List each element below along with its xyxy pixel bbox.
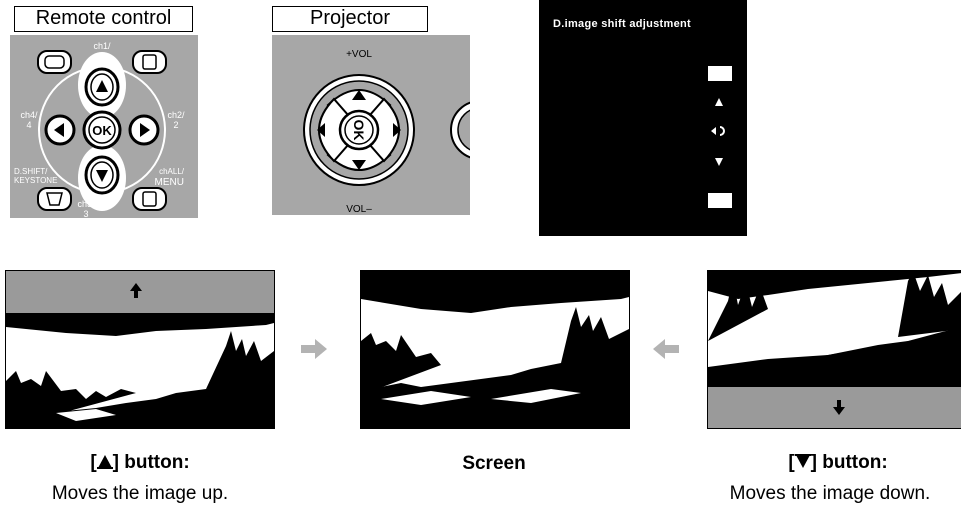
remote-up-button — [84, 67, 120, 107]
menu-bottom-bar — [708, 193, 732, 208]
image-moved-down-panel — [707, 270, 961, 429]
projector-ok-label: OK — [351, 120, 367, 141]
ch3-label: ch3/ — [77, 199, 95, 209]
screen-caption-title: Screen — [462, 453, 526, 474]
dshift-label: D.SHIFT/ — [14, 167, 48, 176]
vol-plus-label: +VOL — [346, 49, 372, 60]
remote-down-button — [84, 155, 120, 195]
ch1-number: 1 — [99, 51, 104, 61]
ch1-label: ch1/ — [93, 41, 111, 51]
screen-panel — [360, 270, 630, 429]
remote-left-button — [44, 114, 76, 146]
remote-ok-button — [82, 110, 122, 150]
right-flow-arrow-icon — [301, 339, 327, 359]
menu-up-triangle-icon — [715, 98, 723, 106]
remote-right-button — [128, 114, 160, 146]
down-button-caption-title: [] button: — [788, 452, 888, 473]
projector-label: Projector — [272, 6, 428, 32]
left-flow-arrow-icon — [653, 339, 679, 359]
down-button-caption-desc: Moves the image down. — [729, 483, 931, 504]
menu-reset-icon — [711, 126, 725, 136]
chall-label: chALL/ — [159, 167, 185, 176]
remote-control-illustration: OK ch1/ 1 ch4/ 4 ch2/ 2 ch3/ 3 D.SHIFT/ … — [10, 35, 198, 218]
image-moved-up-panel — [5, 270, 275, 429]
keystone-label: KEYSTONE — [14, 176, 57, 185]
menu-down-triangle-icon — [715, 158, 723, 166]
ch2-label: ch2/ — [167, 110, 185, 120]
up-button-caption-title: [] button: — [90, 452, 190, 473]
remote-control-label: Remote control — [14, 6, 193, 32]
up-arrow-icon — [130, 283, 142, 298]
down-arrow-icon — [833, 400, 845, 415]
up-button-caption-desc: Moves the image up. — [51, 483, 229, 504]
ch3-number: 3 — [83, 209, 88, 218]
remote-ok-label: OK — [92, 123, 112, 138]
ch4-number: 4 — [26, 120, 31, 130]
image-shift-menu-screen: D.image shift adjustment — [539, 0, 747, 236]
menu-top-bar — [708, 66, 732, 81]
down-triangle-icon — [794, 454, 811, 468]
ch4-label: ch4/ — [20, 110, 38, 120]
ch2-number: 2 — [173, 120, 178, 130]
projector-illustration: OK +VOL VOL– — [272, 35, 470, 215]
menu-label: MENU — [155, 177, 184, 188]
vol-minus-label: VOL– — [346, 204, 372, 215]
menu-title: D.image shift adjustment — [553, 18, 691, 30]
up-triangle-icon — [96, 455, 113, 469]
